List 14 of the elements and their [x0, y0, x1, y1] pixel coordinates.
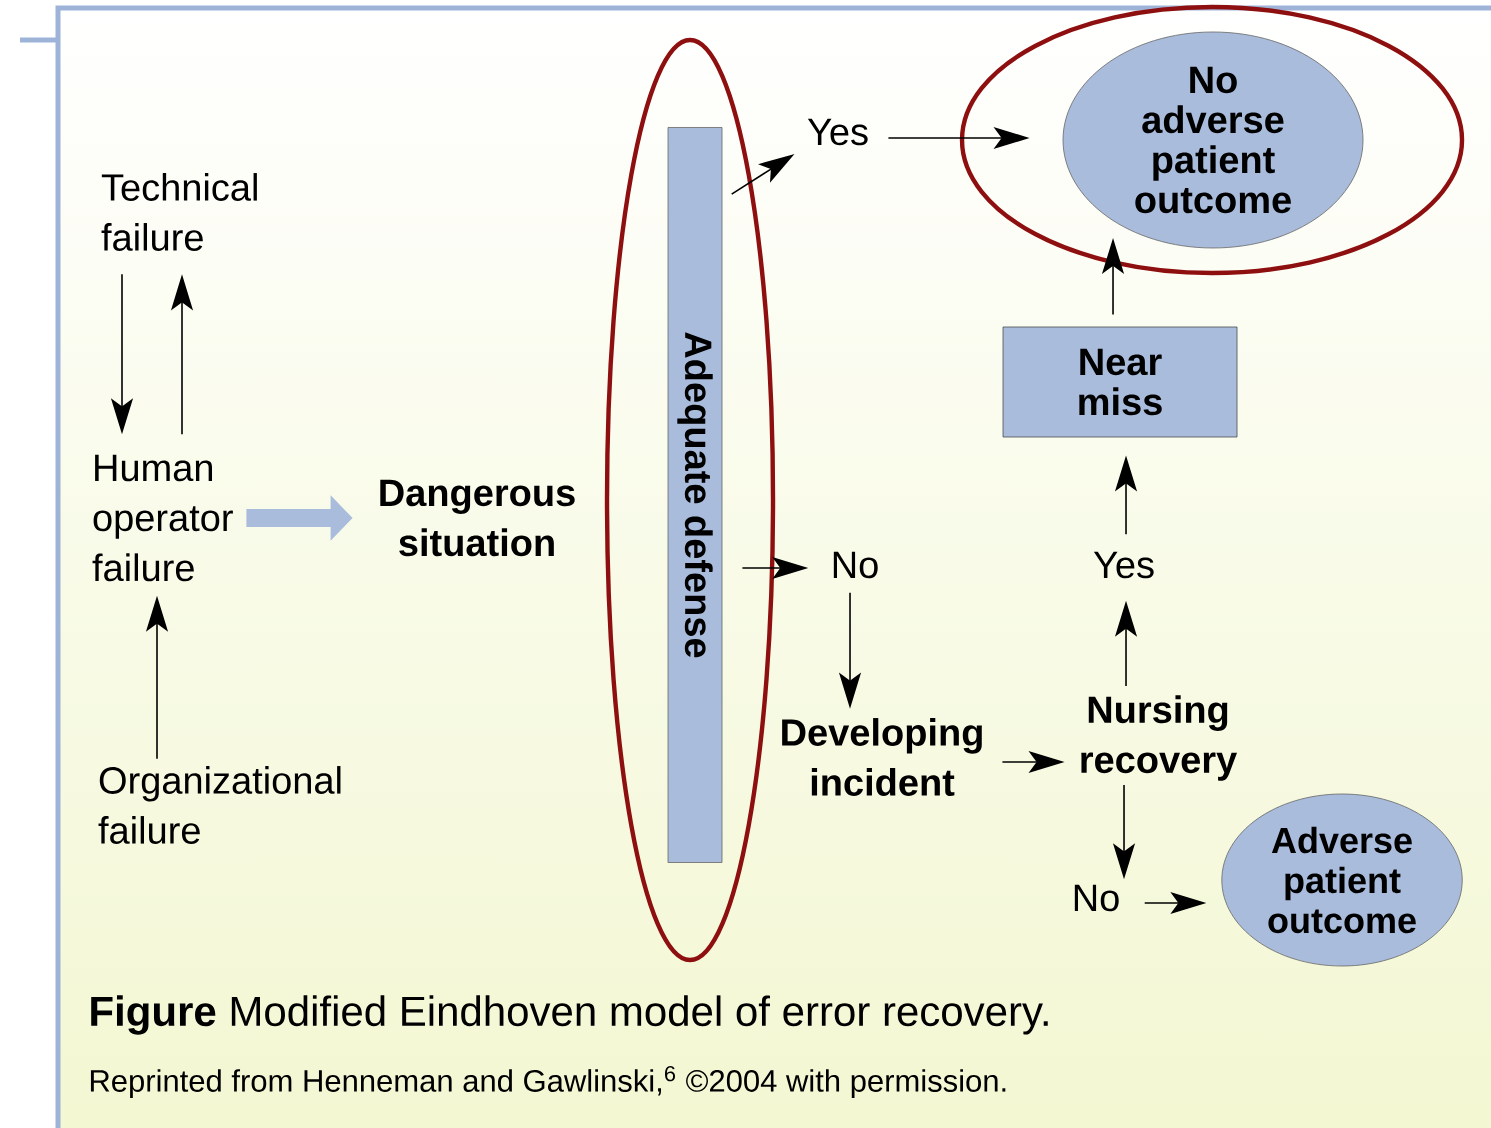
stage-label: Nursing recovery: [1081, 695, 1237, 781]
cause-label: Technical failure: [101, 173, 257, 251]
cause-label: Human operator failure: [92, 454, 233, 582]
credit-line: Reprinted from Henneman and Gawlinski,$^{6}$ ©2004 with permission.: [90, 1066, 1006, 1099]
answer-label: Yes: [807, 118, 868, 146]
defense-bar: Adequate defense: [667, 127, 723, 863]
answer-label: No: [1074, 884, 1119, 912]
outcome-box: Near miss: [1002, 326, 1238, 438]
answer-label: Yes: [1093, 551, 1154, 579]
figure-caption: Figure Modified Eindhoven model of error recovery.: [91, 995, 1048, 1035]
cause-label: Organizational failure: [98, 766, 341, 844]
stage-label: Dangerous situation: [380, 479, 575, 557]
answer-label: No: [833, 551, 878, 579]
stage-label: Developing incident: [782, 718, 982, 796]
